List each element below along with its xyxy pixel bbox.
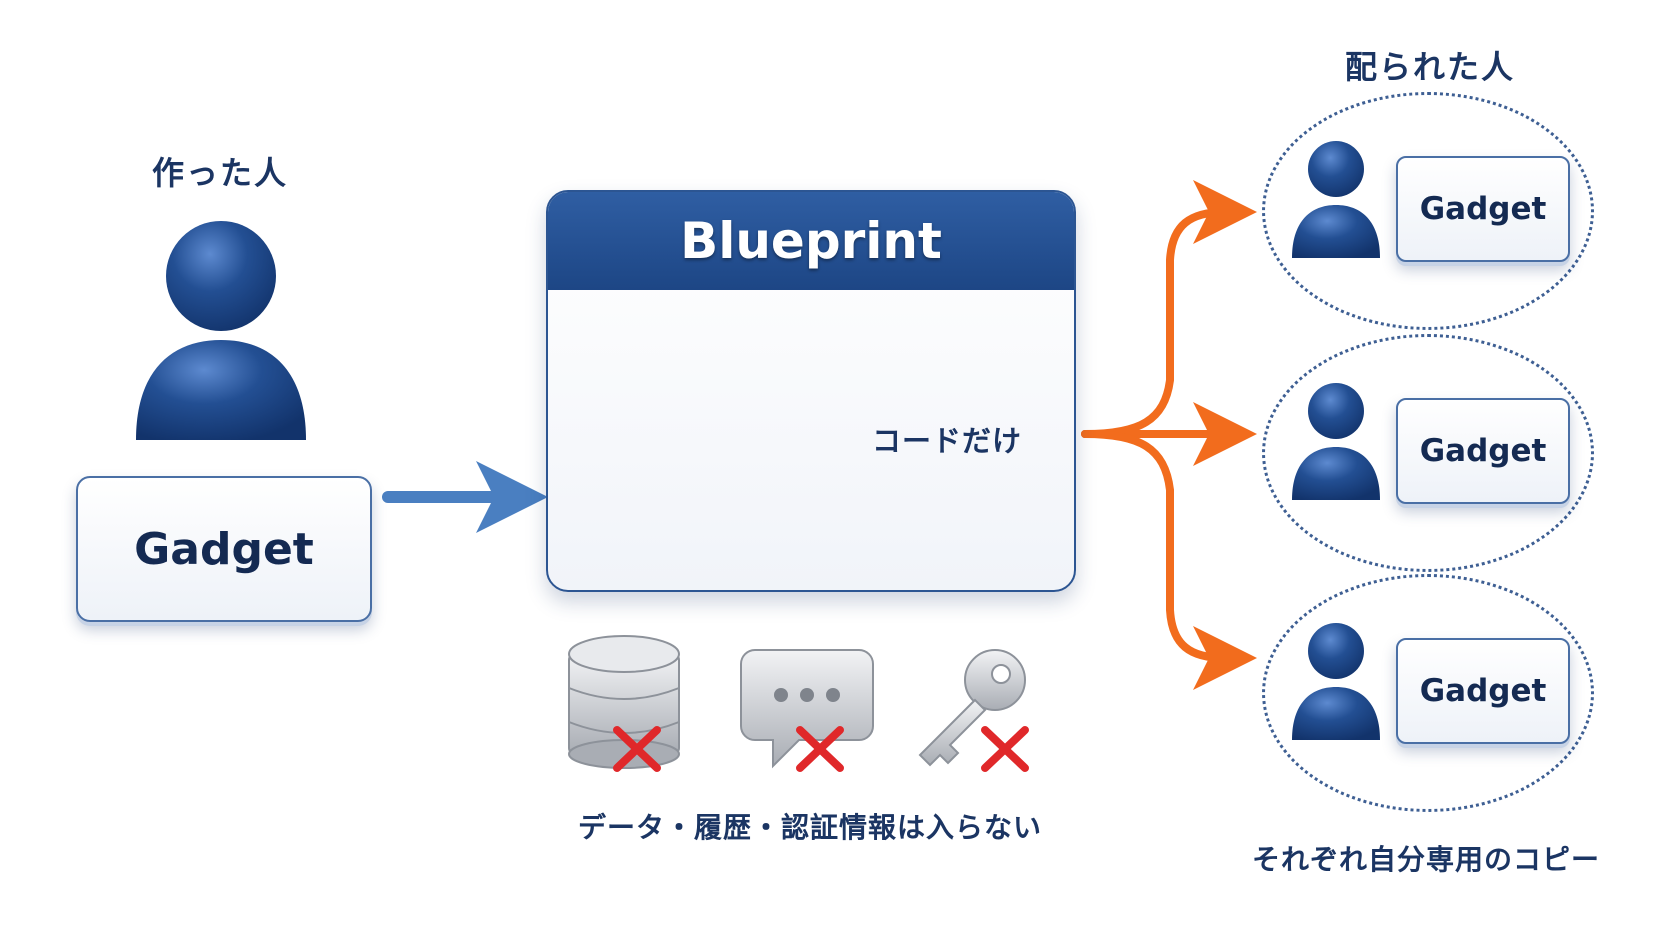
recipients-title: 配られた人 — [1344, 48, 1515, 86]
creator-title: 作った人 — [151, 154, 288, 192]
blueprint-title: Blueprint — [680, 212, 942, 270]
recipient-group-1 — [1262, 92, 1594, 330]
creator-gadget-label: Gadget — [134, 523, 314, 575]
recipient-gadget-label-1: Gadget — [1419, 191, 1547, 227]
recipients-caption: それぞれ自分専用のコピー — [1251, 843, 1600, 876]
recipient-gadget-box-3: Gadget — [1396, 638, 1570, 744]
recipient-group-2 — [1262, 334, 1594, 572]
creator-person-icon — [136, 221, 306, 440]
recipient-gadget-label-2: Gadget — [1419, 433, 1547, 469]
chat-excluded-cross-icon — [796, 726, 844, 772]
blueprint-header: Blueprint — [548, 192, 1074, 290]
blueprint-card: Blueprint — [546, 190, 1076, 592]
recipient-gadget-box-1: Gadget — [1396, 156, 1570, 262]
database-icon — [568, 635, 680, 769]
recipient-group-3 — [1262, 574, 1594, 812]
distribution-arrows — [1081, 180, 1257, 690]
database-excluded-cross-icon — [613, 726, 661, 772]
chat-bubble-icon — [740, 649, 874, 769]
recipient-gadget-box-2: Gadget — [1396, 398, 1570, 504]
exclusion-note: データ・履歴・認証情報は入らない — [577, 811, 1042, 844]
key-icon — [918, 649, 1026, 767]
code-only-label: コードだけ — [872, 424, 1023, 458]
recipient-gadget-label-3: Gadget — [1419, 673, 1547, 709]
key-excluded-cross-icon — [981, 726, 1029, 772]
creator-gadget-box: Gadget — [76, 476, 372, 622]
